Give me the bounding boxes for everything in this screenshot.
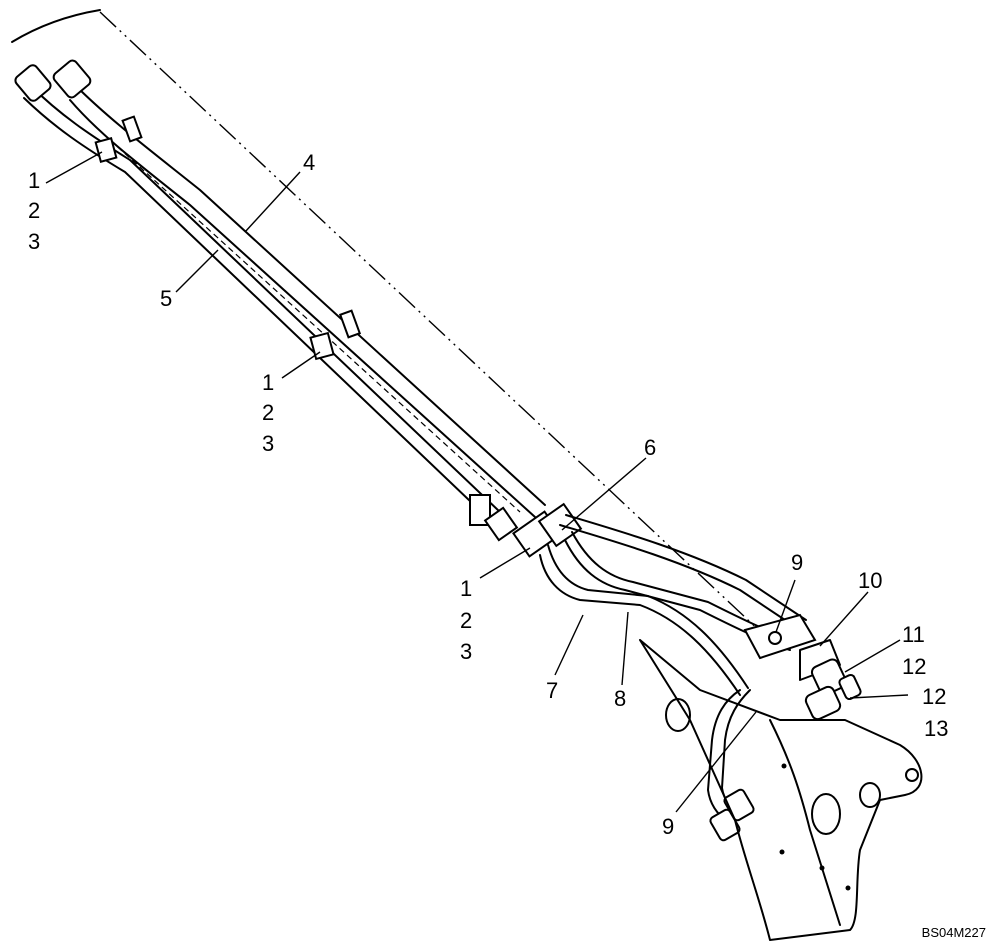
tube-upper-right bbox=[559, 524, 801, 631]
callout-9a: 9 bbox=[791, 550, 804, 575]
leader-7 bbox=[554, 614, 584, 676]
callout-12a: 12 bbox=[902, 654, 927, 679]
boom-pin-hole bbox=[905, 768, 919, 782]
callout-4: 4 bbox=[303, 150, 316, 175]
fitting-left-top bbox=[14, 59, 92, 102]
callout-5: 5 bbox=[160, 286, 173, 311]
boom-dot-2 bbox=[779, 849, 785, 855]
callout-1c-line1: 1 bbox=[460, 576, 473, 601]
leader-5 bbox=[175, 249, 219, 293]
callout-13: 13 bbox=[924, 716, 949, 741]
tube-upper-right-b bbox=[565, 514, 807, 621]
leader-10 bbox=[819, 591, 869, 647]
clamp-middle bbox=[309, 309, 362, 361]
leader-9b bbox=[675, 711, 757, 813]
callout-12b: 12 bbox=[922, 684, 947, 709]
leader-11 bbox=[844, 639, 901, 673]
leader-8 bbox=[621, 611, 629, 686]
boom-centerline bbox=[99, 11, 781, 651]
leader-12b bbox=[849, 694, 909, 699]
callout-1b-line1: 1 bbox=[262, 370, 275, 395]
tube-4-lower bbox=[69, 99, 536, 518]
tube-7 bbox=[539, 554, 741, 696]
callout-6: 6 bbox=[644, 435, 657, 460]
leader-1b bbox=[281, 351, 321, 379]
callout-11: 11 bbox=[902, 622, 925, 647]
callout-1a-line3: 3 bbox=[28, 229, 41, 254]
leader-1a bbox=[45, 151, 103, 184]
boom-outline-top bbox=[11, 9, 101, 43]
manifold-block bbox=[469, 494, 583, 558]
figure-code: BS04M227 bbox=[921, 925, 986, 940]
tube-4-upper bbox=[74, 84, 546, 506]
callout-7: 7 bbox=[546, 678, 559, 703]
boom-hole-1 bbox=[665, 698, 691, 732]
boom-right-edge bbox=[769, 719, 841, 926]
callout-9b: 9 bbox=[662, 814, 675, 839]
clamp-upper bbox=[94, 115, 143, 163]
callout-1a-line2: 2 bbox=[28, 198, 41, 223]
boom-hole-3 bbox=[859, 782, 881, 808]
leader-4 bbox=[244, 171, 301, 233]
callout-1b-line2: 2 bbox=[262, 400, 275, 425]
callout-1c-line3: 3 bbox=[460, 639, 473, 664]
mounting-bracket bbox=[743, 613, 841, 681]
tube-5-lower bbox=[23, 97, 493, 523]
callout-1b-line3: 3 bbox=[262, 431, 275, 456]
callout-10: 10 bbox=[858, 568, 883, 593]
callout-1c-line2: 2 bbox=[460, 608, 473, 633]
leader-9a bbox=[775, 579, 796, 633]
callout-8: 8 bbox=[614, 686, 627, 711]
boom-dot-1 bbox=[781, 763, 787, 769]
leader-6 bbox=[561, 457, 647, 531]
tube-center-dashed bbox=[109, 139, 521, 513]
leader-1c bbox=[479, 547, 531, 579]
callout-1a-line1: 1 bbox=[28, 168, 41, 193]
fitting-group-right bbox=[804, 658, 862, 721]
boom-hole-2 bbox=[811, 793, 841, 835]
boom-plate bbox=[639, 639, 923, 941]
boom-dot-4 bbox=[845, 885, 851, 891]
